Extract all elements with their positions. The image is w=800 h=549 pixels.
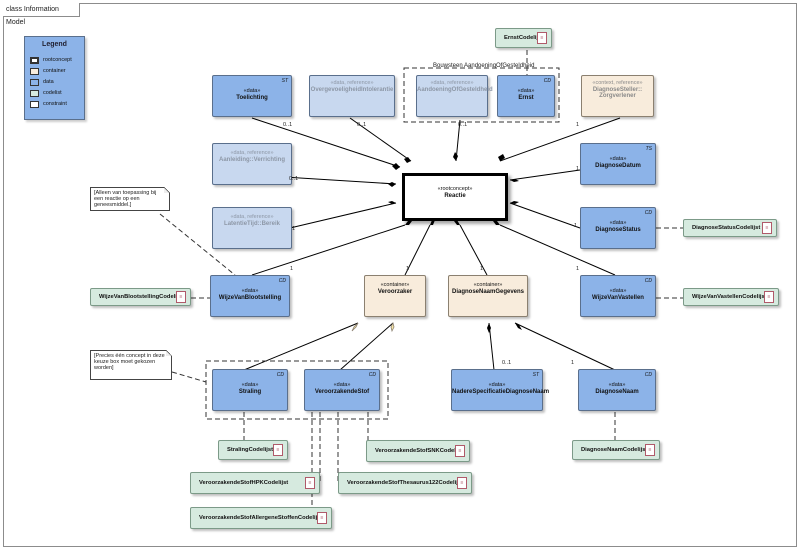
codelist-icon: ≡: [305, 477, 315, 489]
codelist-icon: ≡: [455, 445, 465, 457]
assoc-diagnosenaam: [514, 322, 616, 371]
mult-aanleiding: 0..1: [289, 176, 299, 182]
mult-wijzevanvastellen: 1: [576, 266, 580, 272]
codelist-allergene[interactable]: VeroorzakendeStofAllergeneStoffenCodelij…: [190, 507, 332, 529]
codelist-straling[interactable]: StralingCodelijst ≡: [218, 440, 288, 460]
legend-swatch: [30, 57, 39, 64]
note-toepassing: [Alleen van toepassing bij een reactie o…: [90, 187, 170, 211]
node-diagnosestatus[interactable]: CD «data» DiagnoseStatus: [580, 207, 656, 249]
assoc-latentietijd: [289, 202, 397, 229]
legend: Legend rootconcept container data codeli…: [24, 36, 85, 120]
node-ernst[interactable]: CD «data» Ernst: [497, 75, 555, 117]
assoc-diagnosestatus: [509, 202, 581, 229]
node-diagnosedatum[interactable]: TS «data» DiagnoseDatum: [580, 143, 656, 185]
node-veroorzaker[interactable]: «container» Veroorzaker: [364, 275, 426, 317]
legend-swatch: [30, 90, 39, 97]
codelist-snk[interactable]: VeroorzakendeStofSNKCodelijst ≡: [366, 440, 470, 462]
assoc-straling: [243, 322, 359, 371]
node-wijzevanvastellen[interactable]: CD «data» WijzeVanVastellen: [580, 275, 656, 317]
codelist-icon: ≡: [645, 444, 655, 456]
assoc-diagnosesteller: [499, 117, 621, 162]
codelist-thesaurus[interactable]: VeroorzakendeStofThesaurus122Codelijst ≡: [338, 472, 472, 494]
diagram-title: class Information Model: [3, 3, 80, 26]
mult-overgevoeligheid: 0..1: [357, 122, 367, 128]
codelist-icon: ≡: [762, 222, 772, 234]
mult-diagnosesteller: 1: [576, 122, 580, 128]
node-naderespecificatie[interactable]: ST «data» NadereSpecificatieDiagnoseNaam: [451, 369, 549, 411]
node-veroorzakendestof[interactable]: CD «data» VeroorzakendeStof: [304, 369, 380, 411]
node-wijzevanblootstelling[interactable]: CD «data» WijzeVanBlootstelling: [210, 275, 290, 317]
mult-diagnosenaam: 1: [571, 360, 575, 366]
mult-diagnosestatus: 1: [574, 223, 578, 229]
codelist-ernst[interactable]: ErnstCodelijst ≡: [495, 28, 552, 48]
codelist-wijzevanvastellen[interactable]: WijzeVanVastellenCodelijst ≡: [683, 288, 779, 306]
codelist-hpk[interactable]: VeroorzakendeStofHPKCodelijst ≡: [190, 472, 320, 494]
group-keuze: [205, 360, 389, 420]
node-straling[interactable]: CD «data» Straling: [212, 369, 288, 411]
legend-swatch: [30, 79, 39, 86]
mult-aandoening: 0..1: [458, 122, 468, 128]
mult-naderespecificatie: 0..1: [502, 360, 512, 366]
node-aanleiding[interactable]: «data, reference» Aanleiding::Verrichtin…: [212, 143, 292, 185]
group-label: Bouwsteen AandoeningOfGesteldheid: [433, 63, 535, 69]
legend-title: Legend: [42, 41, 67, 48]
mult-toelichting: 0..1: [283, 122, 293, 128]
node-overgevoeligheid[interactable]: «data, reference» OvergevoeligheidIntole…: [309, 75, 395, 117]
node-diagnosenaamgegevens[interactable]: «container» DiagnoseNaamGegevens: [448, 275, 528, 317]
codelist-diagnosestatus[interactable]: DiagnoseStatusCodelijst ≡: [683, 219, 777, 237]
diagram-frame: [3, 3, 797, 547]
node-latentietijd[interactable]: «data, reference» LatentieTijd::Bereik: [212, 207, 292, 249]
node-diagnosenaam[interactable]: CD «data» DiagnoseNaam: [578, 369, 656, 411]
mult-veroorzaker: 1: [406, 266, 410, 272]
codelist-icon: ≡: [764, 291, 774, 303]
assoc-veroorzakendestof: [339, 322, 394, 371]
assoc-veroorzaker: [404, 224, 431, 276]
mult-latentietijd: 1: [292, 226, 296, 232]
legend-swatch: [30, 101, 39, 108]
assoc-diagnosedatum: [509, 169, 581, 181]
node-toelichting[interactable]: ST «data» Toelichting: [212, 75, 292, 117]
mult-wijzevanblootstelling: 1: [290, 266, 294, 272]
assoc-wijzevanvastellen: [499, 224, 616, 276]
node-aandoening[interactable]: «data, reference» AandoeningOfGesteldhei…: [416, 75, 493, 117]
assoc-overgevoeligheid: [349, 117, 412, 162]
mult-diagnosedatum: 1: [576, 166, 580, 172]
mult-diagnosenaamgegevens: 1: [480, 266, 484, 272]
assoc-wijzevanblootstelling: [251, 224, 406, 276]
legend-swatch: [30, 68, 39, 75]
assoc-toelichting: [251, 117, 401, 168]
assoc-diagnosenaamgegevens: [459, 224, 488, 276]
node-diagnosesteller[interactable]: «context, reference» DiagnoseSteller:: Z…: [581, 75, 654, 117]
codelist-diagnosenaam[interactable]: DiagnoseNaamCodelijst ≡: [572, 440, 660, 460]
assoc-aandoening: [455, 119, 461, 162]
codelist-icon: ≡: [273, 444, 283, 456]
note-keuze: [Precies één concept in deze keuze box m…: [90, 350, 172, 380]
codelist-icon: ≡: [317, 512, 327, 524]
codelist-wijzevanblootstelling[interactable]: WijzeVanBlootstellingCodelijst ≡: [90, 288, 191, 306]
node-reactie[interactable]: «rootconcept» Reactie: [402, 173, 508, 221]
codelist-icon: ≡: [176, 291, 186, 303]
codelist-icon: ≡: [537, 32, 547, 44]
codelist-icon: ≡: [457, 477, 467, 489]
